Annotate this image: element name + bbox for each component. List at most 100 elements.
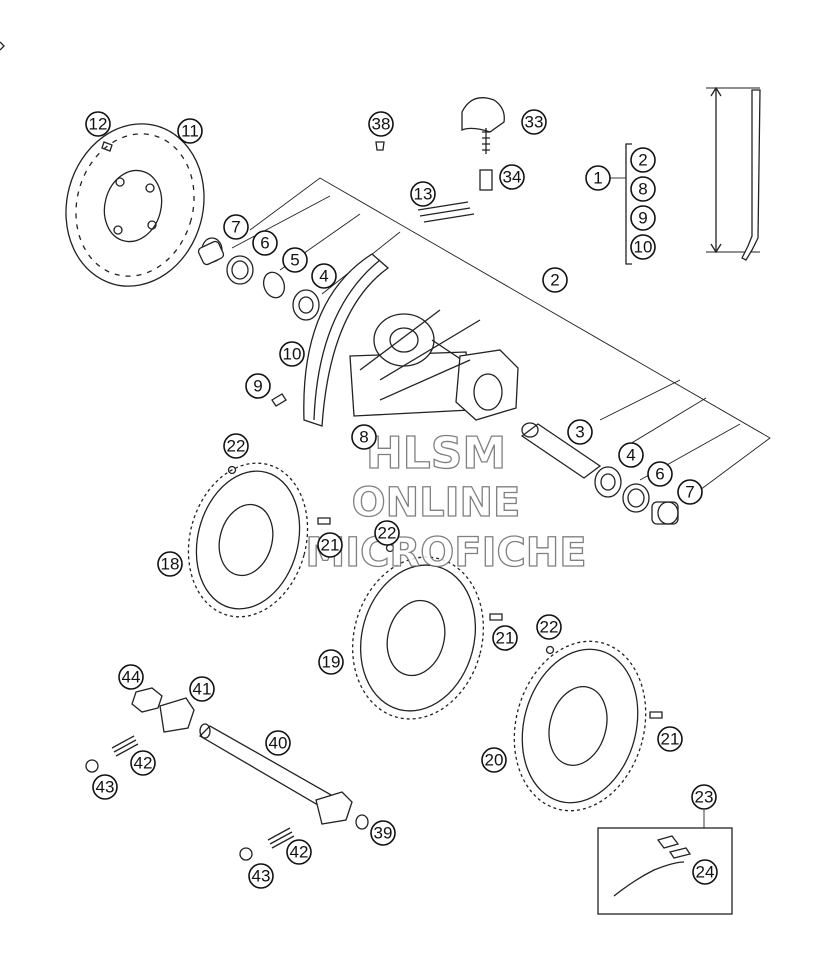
- group-member-callout: 10: [630, 234, 656, 260]
- callout-sprocket-nut: 22: [223, 433, 249, 459]
- svg-text:10: 10: [283, 345, 302, 364]
- group-member-callout: 2: [630, 147, 656, 173]
- callout-spacer-sleeve: 34: [499, 164, 525, 190]
- callout-sprocket-nut: 22: [536, 614, 562, 640]
- svg-text:21: 21: [661, 730, 680, 749]
- svg-text:44: 44: [122, 668, 141, 687]
- svg-text:6: 6: [260, 234, 269, 253]
- callout-chain-link: 24: [692, 859, 718, 885]
- hub-sleeve: [520, 422, 602, 479]
- svg-text:11: 11: [181, 122, 199, 141]
- rear-sprocket-medium: [351, 556, 485, 720]
- wheel-rim: [303, 253, 390, 427]
- sprocket-bolt: [317, 517, 331, 525]
- svg-text:13: 13: [414, 185, 433, 204]
- callout-spoke-nipple: 9: [245, 373, 271, 399]
- svg-text:42: 42: [290, 843, 309, 862]
- callout-wheel-rim: 10: [279, 341, 305, 367]
- svg-text:43: 43: [96, 778, 115, 797]
- sprocket-nut: [227, 465, 237, 475]
- adjuster-nut: [85, 759, 99, 773]
- svg-text:10: 10: [634, 238, 653, 257]
- callout-sprocket-bolt: 21: [492, 625, 518, 651]
- callout-sprocket-large: 20: [481, 747, 507, 773]
- axle-nut: [131, 687, 163, 713]
- svg-text:39: 39: [374, 824, 393, 843]
- corner-mark: [0, 41, 5, 51]
- svg-text:9: 9: [638, 209, 647, 228]
- axle-spacer: [355, 814, 369, 830]
- callout-sprocket-bolt: 21: [657, 726, 683, 752]
- callout-left-spacer: 7: [223, 214, 249, 240]
- rim-lock: [461, 97, 505, 154]
- svg-text:41: 41: [193, 680, 212, 699]
- callout-right-bearing: 4: [618, 442, 644, 468]
- svg-text:38: 38: [372, 115, 391, 134]
- callout-adjuster-nut: 43: [92, 774, 118, 800]
- callout-chain: 23: [691, 784, 717, 810]
- callout-adjuster-screw: 42: [130, 750, 156, 776]
- brake-disc: [65, 123, 205, 287]
- rear-sprocket-large: [513, 640, 647, 812]
- svg-text:12: 12: [89, 115, 108, 134]
- callout-rear-axle: 40: [265, 730, 291, 756]
- svg-text:42: 42: [134, 754, 153, 773]
- callout-spoke: 8: [351, 424, 377, 450]
- callout-brake-disc: 11: [177, 118, 203, 144]
- spacer-sleeve: [479, 169, 493, 191]
- callout-left-bearing: 4: [311, 263, 337, 289]
- sprocket-bolt: [489, 613, 503, 621]
- svg-text:8: 8: [359, 428, 368, 447]
- adjuster-nut: [239, 847, 253, 861]
- callout-sprocket-small: 18: [157, 551, 183, 577]
- svg-text:7: 7: [231, 218, 240, 237]
- callout-axle-nut: 44: [118, 664, 144, 690]
- sprocket-nut: [545, 645, 555, 655]
- callout-left-seal: 6: [252, 230, 278, 256]
- callout-axle-spacer: 39: [370, 820, 396, 846]
- svg-text:1: 1: [593, 169, 602, 188]
- adjuster-screw: [111, 735, 139, 757]
- callout-spoke-nipple-set: 13: [410, 181, 436, 207]
- svg-text:7: 7: [685, 483, 694, 502]
- svg-text:21: 21: [496, 629, 515, 648]
- svg-text:4: 4: [626, 446, 635, 465]
- svg-text:23: 23: [695, 788, 714, 807]
- svg-text:20: 20: [485, 751, 504, 770]
- disc-bolt: [101, 141, 113, 152]
- svg-text:21: 21: [321, 536, 340, 555]
- watermark-line-1: HLSM: [366, 428, 506, 479]
- circlip: [262, 271, 286, 299]
- callout-valve-cap: 38: [368, 111, 394, 137]
- callout-disc-bolt: 12: [85, 111, 111, 137]
- callout-rim-lock: 33: [521, 109, 547, 135]
- right-seal: [622, 483, 650, 513]
- svg-text:33: 33: [525, 113, 544, 132]
- callout-right-spacer: 7: [677, 479, 703, 505]
- svg-text:3: 3: [575, 423, 584, 442]
- watermark-line-3: MICROFICHE: [305, 530, 586, 576]
- callout-sprocket-medium: 19: [318, 649, 344, 675]
- svg-text:43: 43: [252, 867, 271, 886]
- callout-adjuster-screw: 42: [286, 839, 312, 865]
- chain-adjuster-right: [315, 791, 353, 825]
- svg-text:40: 40: [269, 734, 288, 753]
- callout-sprocket-bolt: 21: [317, 532, 343, 558]
- wheel-hub: [349, 309, 519, 421]
- chain-box: [597, 810, 733, 915]
- callout-chain-adjuster: 41: [189, 676, 215, 702]
- spoke-length-indicator: [706, 86, 761, 261]
- svg-text:24: 24: [696, 863, 715, 882]
- assembly-group-bracket: [610, 143, 632, 265]
- callout-right-seal: 6: [647, 461, 673, 487]
- svg-text:4: 4: [319, 267, 328, 286]
- spoke-nipple-set: [417, 201, 475, 223]
- svg-text:22: 22: [227, 437, 246, 456]
- right-spacer: [651, 501, 679, 525]
- callout-adjuster-nut: 43: [248, 863, 274, 889]
- svg-text:8: 8: [638, 180, 647, 199]
- adjuster-screw: [267, 827, 295, 849]
- svg-text:2: 2: [550, 271, 559, 290]
- svg-text:19: 19: [322, 653, 341, 672]
